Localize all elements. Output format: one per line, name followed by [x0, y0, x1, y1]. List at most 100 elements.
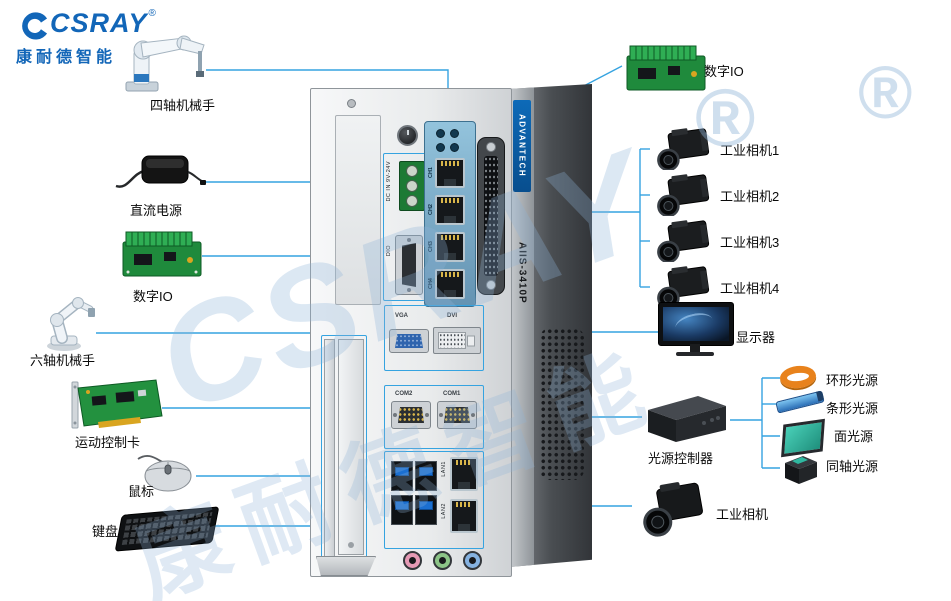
peripheral-label: 条形光源 [826, 401, 879, 416]
motion-card-icon [71, 379, 163, 429]
peripheral-light-controller [642, 390, 730, 451]
peripheral-label: 数字IO [704, 64, 744, 79]
line-in-jack [463, 551, 482, 570]
io-board-icon [626, 45, 706, 91]
dc-in-connector [399, 161, 425, 211]
csray-logo: CSRAY ® 康耐德智能 [16, 8, 156, 67]
ch3-label: CH3 [428, 241, 434, 253]
ch2-label: CH2 [428, 204, 434, 216]
expansion-cover [335, 115, 381, 305]
peripheral-label: 鼠标 [128, 484, 155, 499]
peripheral-digital-io-2 [624, 40, 708, 99]
scara-robot-icon [125, 35, 205, 92]
vga-port [389, 329, 429, 353]
logo-registered-icon: ® [148, 8, 156, 19]
dio-37pin-port [477, 137, 505, 295]
industrial-camera-icon [657, 174, 710, 218]
com2-label: COM2 [395, 391, 413, 397]
industrial-camera-icon [643, 482, 703, 537]
com-group-outline [384, 385, 484, 449]
peripheral-label: 显示器 [736, 330, 776, 345]
power-button [397, 125, 418, 146]
dio-label: DIO [386, 245, 392, 257]
peripheral-label: 键盘 [92, 524, 119, 539]
peripheral-camera-1 [650, 128, 714, 175]
peripheral-label: 同轴光源 [826, 459, 879, 474]
connection-line-group [96, 65, 780, 527]
keyboard-icon [114, 506, 220, 552]
dio-port [395, 235, 423, 295]
lan2-port [450, 499, 478, 533]
coaxial-light-icon [785, 456, 817, 484]
industrial-camera-icon [657, 128, 710, 172]
lan2-label: LAN2 [441, 503, 447, 519]
peripheral-label: 六轴机械手 [30, 353, 96, 368]
peripheral-camera-2 [650, 174, 714, 221]
vent-holes [540, 328, 584, 480]
logo-text: CSRAY [50, 8, 148, 38]
dvi-port [433, 327, 481, 354]
lan-port-ch4: CH4 [428, 269, 465, 299]
csray-logo-icon [22, 12, 48, 40]
lan1-label: LAN1 [441, 461, 447, 477]
com2-port [391, 401, 431, 429]
peripheral-camera-3 [650, 220, 714, 267]
lan-port-ch2: CH2 [428, 195, 465, 225]
dvi-label: DVI [447, 313, 458, 319]
lan-port-ch3: CH3 [428, 232, 465, 262]
usb3-port [391, 461, 413, 491]
chassis-front-panel: DC IN 9V-24V DIO CH1 CH2 CH3 CH4 [310, 88, 512, 577]
peripheral-label: 工业相机2 [720, 189, 780, 204]
peripheral-label: 直流电源 [130, 203, 183, 218]
peripheral-keyboard [114, 503, 220, 555]
peripheral-monitor [658, 302, 734, 358]
line-out-jack [433, 551, 452, 570]
peripheral-label: 工业相机 [716, 507, 769, 522]
power-adapter-icon [115, 155, 206, 188]
ch4-label: CH4 [428, 278, 434, 290]
peripheral-label: 运动控制卡 [75, 435, 141, 450]
rj45-port [435, 232, 465, 262]
antenna-holes [436, 129, 461, 154]
peripheral-motion-control-card [68, 378, 164, 439]
chassis-foot [316, 556, 376, 576]
peripheral-dc-power [114, 144, 206, 201]
usb3-port [415, 461, 437, 491]
peripheral-label: 工业相机4 [720, 281, 780, 296]
six-axis-robot-icon [47, 297, 95, 351]
rj45-port [435, 195, 465, 225]
peripheral-scara-robot [120, 30, 208, 99]
peripheral-label: 光源控制器 [648, 451, 714, 466]
peripheral-label: 工业相机3 [720, 235, 780, 250]
device-brand-label: ADVANTECH [513, 100, 531, 192]
peripheral-label: 四轴机械手 [150, 98, 216, 113]
vga-dvi-group-outline [384, 305, 484, 371]
lan-port-ch1: CH1 [428, 158, 465, 188]
mouse-icon [137, 455, 192, 492]
usb3-port [391, 495, 413, 525]
usb3-port [415, 495, 437, 525]
rj45-port [435, 158, 465, 188]
com1-label: COM1 [443, 391, 461, 397]
device-model-label: AIIS-3410P [516, 242, 528, 304]
peripheral-industrial-camera [630, 482, 708, 545]
mic-jack [403, 551, 422, 570]
usb-lan-group-outline [384, 451, 484, 549]
screw-icon [347, 99, 356, 108]
poe-lan-panel: CH1 CH2 CH3 CH4 [424, 121, 476, 307]
lan1-port [450, 457, 478, 491]
com1-port [437, 401, 477, 429]
peripheral-label: 面光源 [834, 429, 874, 444]
logo-subtitle: 康耐德智能 [16, 49, 117, 66]
rj45-port [435, 269, 465, 299]
peripheral-label: 数字IO [133, 289, 173, 304]
peripheral-coaxial-light [780, 450, 822, 491]
peripheral-label: 工业相机1 [720, 143, 780, 158]
light-controller-icon [648, 396, 726, 442]
peripheral-mouse [132, 449, 194, 498]
peripheral-digital-io [120, 226, 204, 285]
vga-label: VGA [395, 313, 409, 319]
chassis-side-panel: ADVANTECH AIIS-3410P [510, 84, 592, 567]
